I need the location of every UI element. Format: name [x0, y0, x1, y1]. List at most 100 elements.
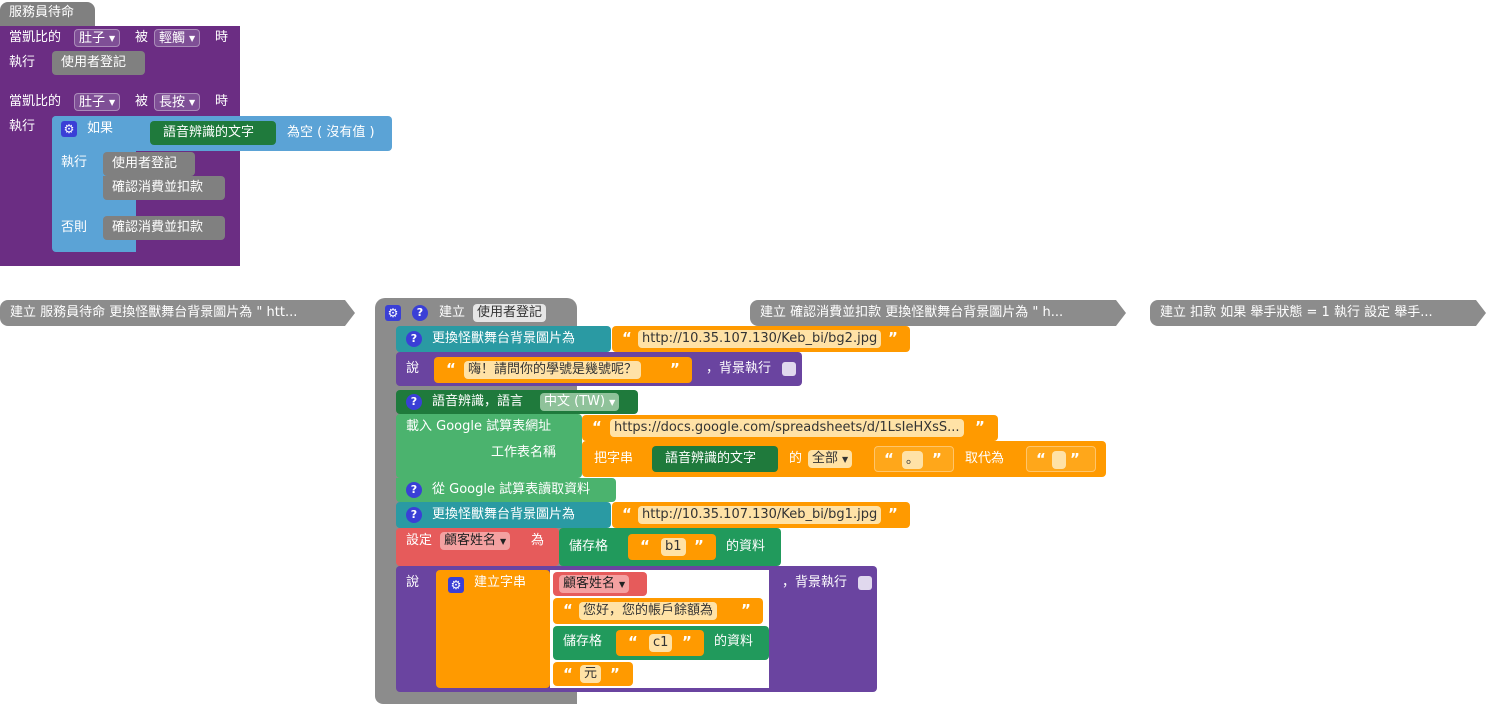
help-icon[interactable]: ? — [412, 305, 428, 321]
read-sheet-block[interactable] — [396, 478, 616, 502]
background-exec-checkbox[interactable] — [782, 362, 796, 376]
collapsed-procedure-block[interactable] — [0, 300, 355, 326]
set-as-label: 為 — [531, 533, 545, 548]
then-label: 執行 — [61, 155, 88, 170]
speech-text-var[interactable] — [652, 446, 778, 472]
speech-text-label: 語音辨識的文字 — [163, 125, 255, 140]
group-header[interactable] — [0, 2, 95, 26]
sheet-url-text[interactable]: https://docs.google.com/spreadsheets/d/1… — [610, 419, 964, 437]
quote-open-icon: “ — [622, 329, 632, 347]
url-text[interactable]: http://10.35.107.130/Keb_bi/bg2.jpg — [638, 330, 882, 348]
if-else-bar — [52, 204, 136, 214]
load-sheet-block[interactable] — [396, 414, 582, 478]
replace-to-text[interactable] — [1052, 451, 1066, 469]
yuan-text[interactable]: 元 — [580, 665, 602, 683]
call-label: 確認消費並扣款 — [112, 220, 204, 235]
change-bg-block[interactable] — [396, 502, 611, 528]
call-block[interactable] — [52, 51, 145, 75]
group-title: 服務員待命 — [9, 5, 75, 20]
speech-text-label: 語音辨識的文字 — [665, 451, 757, 466]
quote-close-icon: ” — [888, 329, 898, 347]
cell-ref-text[interactable]: b1 — [661, 538, 686, 556]
gear-icon[interactable]: ⚙ — [61, 121, 77, 137]
help-icon[interactable]: ? — [406, 507, 422, 523]
say-text[interactable]: 嗨！請問你的學號是幾號呢？ — [464, 361, 642, 379]
quote-open-icon: “ — [446, 360, 456, 378]
join-label: 建立字串 — [474, 575, 527, 590]
say-label: 說 — [406, 575, 420, 590]
quote-close-icon: ” — [888, 505, 898, 523]
event-by-label: 被 — [135, 94, 149, 109]
quote-open-icon: “ — [1036, 450, 1046, 468]
cell-label: 儲存格 — [563, 634, 603, 649]
cell-ref-text[interactable]: c1 — [649, 634, 673, 652]
do-label: 執行 — [9, 119, 36, 134]
read-sheet-label: 從 Google 試算表讀取資料 — [432, 482, 591, 497]
gear-icon[interactable]: ⚙ — [385, 305, 401, 321]
language-dropdown[interactable]: 中文 (TW)▼ — [540, 393, 620, 411]
event-time-label: 時 — [215, 94, 229, 109]
quote-close-icon: ” — [975, 418, 985, 436]
background-exec-label: ，背景執行 — [706, 361, 772, 376]
define-label: 建立 — [439, 305, 466, 320]
change-bg-label: 更換怪獸舞台背景圖片為 — [432, 507, 576, 522]
action-dropdown[interactable]: 輕觸▼ — [154, 29, 201, 47]
background-exec-label: ，背景執行 — [782, 575, 848, 590]
event-by-label: 被 — [135, 30, 149, 45]
replace-of-label: 的 — [789, 451, 803, 466]
cell-suffix-label: 的資料 — [726, 539, 766, 554]
quote-open-icon: “ — [592, 418, 602, 436]
change-bg-label: 更換怪獸舞台背景圖片為 — [432, 331, 576, 346]
do-label: 執行 — [9, 55, 36, 70]
help-icon[interactable]: ? — [406, 331, 422, 347]
gear-icon[interactable]: ⚙ — [448, 577, 464, 593]
else-label: 否則 — [61, 220, 88, 235]
speech-text-var[interactable] — [150, 121, 276, 145]
change-bg-block[interactable] — [396, 326, 611, 352]
event-when-label: 當凱比的 — [9, 94, 62, 109]
part-dropdown[interactable]: 肚子▼ — [74, 29, 121, 47]
collapsed-procedure-block[interactable] — [1150, 300, 1486, 326]
replace-label: 把字串 — [594, 451, 634, 466]
collapsed-procedure-block[interactable] — [750, 300, 1126, 326]
event-when-label: 當凱比的 — [9, 30, 62, 45]
quote-open-icon: “ — [628, 633, 638, 651]
event-touch-footer — [0, 78, 240, 88]
quote-open-icon: “ — [884, 450, 894, 468]
quote-open-icon: “ — [640, 537, 650, 555]
quote-open-icon: “ — [563, 601, 573, 619]
quote-close-icon: ” — [694, 537, 704, 555]
cell-label: 儲存格 — [569, 539, 609, 554]
collapsed-label: 建立 扣款 如果 舉手狀態 = 1 執行 設定 舉手... — [1160, 305, 1433, 320]
call-block[interactable] — [103, 216, 225, 240]
help-icon[interactable]: ? — [406, 394, 422, 410]
background-exec-checkbox[interactable] — [858, 576, 872, 590]
quote-open-icon: “ — [622, 505, 632, 523]
quote-close-icon: ” — [932, 450, 942, 468]
quote-close-icon: ” — [682, 633, 692, 651]
event-time-label: 時 — [215, 30, 229, 45]
procedure-name-field[interactable]: 使用者登記 — [473, 304, 547, 322]
help-icon[interactable]: ? — [406, 482, 422, 498]
replace-scope-dropdown[interactable]: 全部▼ — [808, 450, 853, 468]
event-footer — [0, 254, 240, 266]
text-block[interactable] — [874, 446, 954, 472]
call-label: 使用者登記 — [112, 156, 178, 171]
quote-close-icon: ” — [670, 360, 680, 378]
cell-suffix-label: 的資料 — [714, 634, 754, 649]
set-label: 設定 — [406, 533, 433, 548]
quote-close-icon: ” — [741, 601, 751, 619]
variable-dropdown[interactable]: 顧客姓名▼ — [440, 532, 511, 550]
replace-to-label: 取代為 — [965, 451, 1005, 466]
part-dropdown[interactable]: 肚子▼ — [74, 93, 121, 111]
action-dropdown[interactable]: 長按▼ — [154, 93, 201, 111]
speech-recognition-label: 語音辨識，語言 — [432, 394, 524, 409]
call-label: 確認消費並扣款 — [112, 180, 204, 195]
url-text[interactable]: http://10.35.107.130/Keb_bi/bg1.jpg — [638, 506, 882, 524]
replace-from-text[interactable]: 。 — [902, 451, 924, 469]
call-block[interactable] — [103, 152, 195, 176]
greeting-text[interactable]: 您好，您的帳戶餘額為 — [579, 602, 718, 620]
call-block[interactable] — [103, 176, 225, 200]
call-label: 使用者登記 — [61, 55, 127, 70]
variable-dropdown[interactable]: 顧客姓名▼ — [559, 575, 630, 593]
